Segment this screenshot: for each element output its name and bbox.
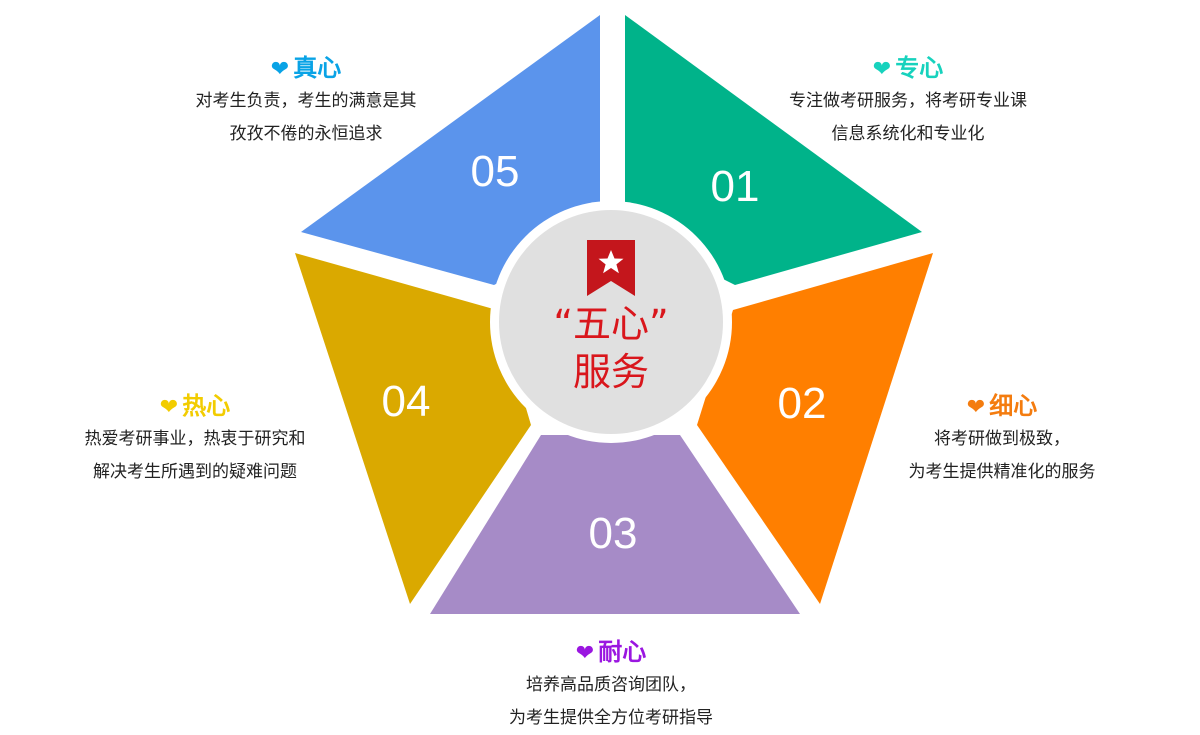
label-title-04: ❤热心 bbox=[159, 392, 231, 420]
label-line: 专注做考研服务，将考研专业课 bbox=[789, 91, 1027, 111]
label-line: 为考生提供精准化的服务 bbox=[908, 462, 1096, 482]
segment-number-04: 04 bbox=[382, 377, 431, 426]
label-line: 热爱考研事业，热衷于研究和 bbox=[84, 429, 306, 449]
bookmark-star-icon bbox=[587, 240, 635, 296]
segment-number-01: 01 bbox=[711, 162, 760, 211]
heart-icon: ❤ bbox=[270, 57, 290, 82]
center-circle bbox=[499, 210, 723, 434]
heart-icon: ❤ bbox=[872, 57, 892, 82]
center-title-line2: 服务 bbox=[573, 350, 649, 394]
segment-number-02: 02 bbox=[778, 379, 827, 428]
segment-number-05: 05 bbox=[471, 147, 520, 196]
label-title-02: ❤细心 bbox=[966, 392, 1038, 420]
label-title-03: ❤耐心 bbox=[575, 638, 647, 666]
label-line: 为考生提供全方位考研指导 bbox=[509, 708, 713, 728]
label-line: 孜孜不倦的永恒追求 bbox=[229, 124, 383, 144]
label-block-05: ❤真心 对考生负责，考生的满意是其 孜孜不倦的永恒追求 bbox=[146, 53, 466, 151]
segment-04 bbox=[295, 253, 531, 604]
center-title-line1: “五心” bbox=[553, 302, 668, 346]
label-block-01: ❤专心 专注做考研服务，将考研专业课 信息系统化和专业化 bbox=[748, 53, 1068, 151]
label-line: 对考生负责，考生的满意是其 bbox=[195, 91, 417, 111]
label-block-03: ❤耐心 培养高品质咨询团队， 为考生提供全方位考研指导 bbox=[471, 637, 751, 735]
segment-03 bbox=[430, 435, 800, 614]
label-line: 将考研做到极致， bbox=[934, 429, 1070, 449]
segment-number-03: 03 bbox=[589, 509, 638, 558]
label-title-05: ❤真心 bbox=[270, 54, 342, 82]
segment-05 bbox=[301, 15, 600, 285]
segment-01 bbox=[625, 15, 922, 285]
heart-icon: ❤ bbox=[575, 641, 595, 666]
segment-02 bbox=[697, 253, 933, 604]
label-line: 培养高品质咨询团队， bbox=[526, 675, 696, 695]
label-block-04: ❤热心 热爱考研事业，热衷于研究和 解决考生所遇到的疑难问题 bbox=[35, 391, 355, 489]
label-block-02: ❤细心 将考研做到极致， 为考生提供精准化的服务 bbox=[872, 391, 1132, 489]
label-title-01: ❤专心 bbox=[872, 54, 944, 82]
label-line: 信息系统化和专业化 bbox=[831, 124, 985, 144]
heart-icon: ❤ bbox=[159, 395, 179, 420]
label-line: 解决考生所遇到的疑难问题 bbox=[93, 462, 297, 482]
heart-icon: ❤ bbox=[966, 395, 986, 420]
